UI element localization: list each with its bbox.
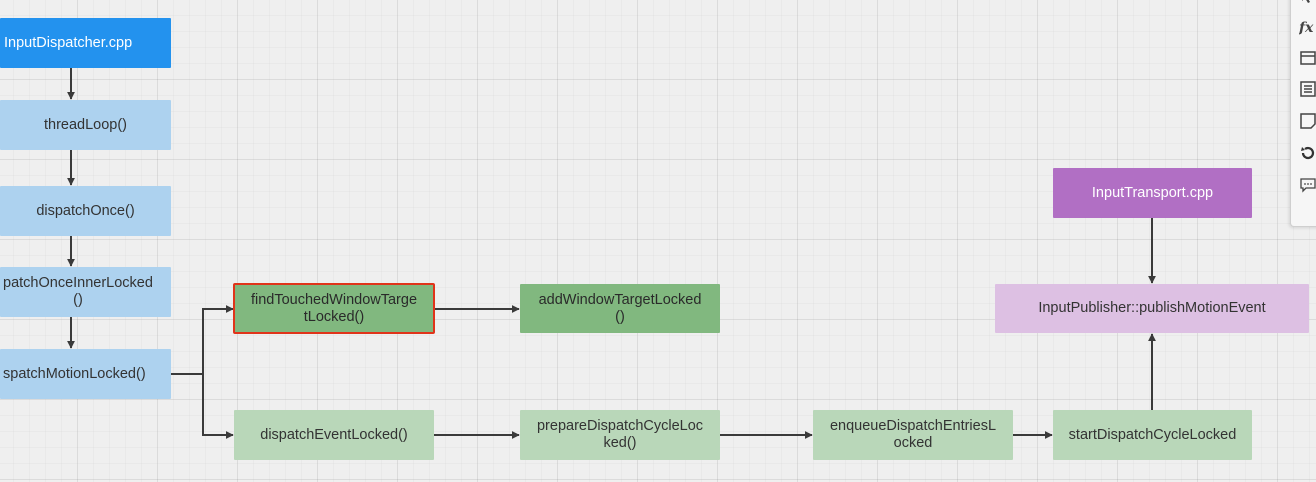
svg-text:fx: fx: [1299, 20, 1314, 36]
calendar-icon[interactable]: [1299, 49, 1316, 71]
node-find-touched-window-targets-locked[interactable]: findTouchedWindowTarge tLocked(): [233, 283, 435, 334]
node-label-line1: prepareDispatchCycleLoc: [536, 418, 704, 434]
node-label-line1: addWindowTargetLocked: [538, 291, 702, 308]
node-label: dispatchOnce(): [36, 202, 135, 219]
node-label: dispatchEventLocked(): [260, 426, 408, 443]
side-toolbar: fx: [1290, 0, 1316, 227]
node-dispatch-event-locked[interactable]: dispatchEventLocked(): [234, 410, 434, 460]
node-label-line1: patchOnceInnerLocked: [3, 275, 153, 291]
node-enqueue-dispatch-entries-locked[interactable]: enqueueDispatchEntriesL ocked: [813, 410, 1013, 460]
node-label-line2: tLocked(): [303, 308, 365, 325]
comment-icon[interactable]: [1299, 176, 1316, 198]
node-label-line2: ked(): [603, 435, 637, 451]
node-prepare-dispatch-cycle-locked[interactable]: prepareDispatchCycleLoc ked(): [520, 410, 720, 460]
node-dispatch-once[interactable]: dispatchOnce(): [0, 186, 171, 236]
node-label-line2: (): [615, 308, 625, 325]
node-label: threadLoop(): [43, 116, 128, 133]
edge-motionlocked-to-findtouched: [171, 305, 234, 375]
node-add-window-target-locked[interactable]: addWindowTargetLocked (): [520, 284, 720, 333]
node-input-transport-cpp[interactable]: InputTransport.cpp: [1053, 168, 1252, 218]
node-input-dispatcher-cpp[interactable]: InputDispatcher.cpp: [0, 18, 171, 68]
list-icon[interactable]: [1299, 80, 1316, 102]
node-label: startDispatchCycleLocked: [1068, 426, 1237, 443]
formula-icon[interactable]: fx: [1298, 18, 1316, 40]
node-label-line1: enqueueDispatchEntriesL: [829, 418, 997, 434]
node-input-publisher-publish-motion-event[interactable]: InputPublisher::publishMotionEvent: [995, 284, 1309, 333]
note-icon[interactable]: [1299, 112, 1316, 134]
node-start-dispatch-cycle-locked[interactable]: startDispatchCycleLocked: [1053, 410, 1252, 460]
node-label: spatchMotionLocked(): [3, 365, 146, 382]
node-thread-loop[interactable]: threadLoop(): [0, 100, 171, 150]
cursor-icon[interactable]: [1299, 0, 1316, 10]
node-label: InputPublisher::publishMotionEvent: [1038, 300, 1266, 316]
node-label-line2: ocked: [893, 435, 933, 451]
history-icon[interactable]: [1299, 144, 1316, 166]
node-label: InputTransport.cpp: [1091, 184, 1214, 201]
node-label-line2: (): [73, 292, 83, 308]
node-dispatch-motion-locked[interactable]: spatchMotionLocked(): [0, 349, 171, 399]
node-label: InputDispatcher.cpp: [4, 34, 133, 51]
node-dispatch-once-inner-locked[interactable]: patchOnceInnerLocked (): [0, 267, 171, 317]
node-label-line1: findTouchedWindowTarge: [250, 291, 418, 308]
edge-motionlocked-to-dispatchevent: [202, 374, 234, 439]
